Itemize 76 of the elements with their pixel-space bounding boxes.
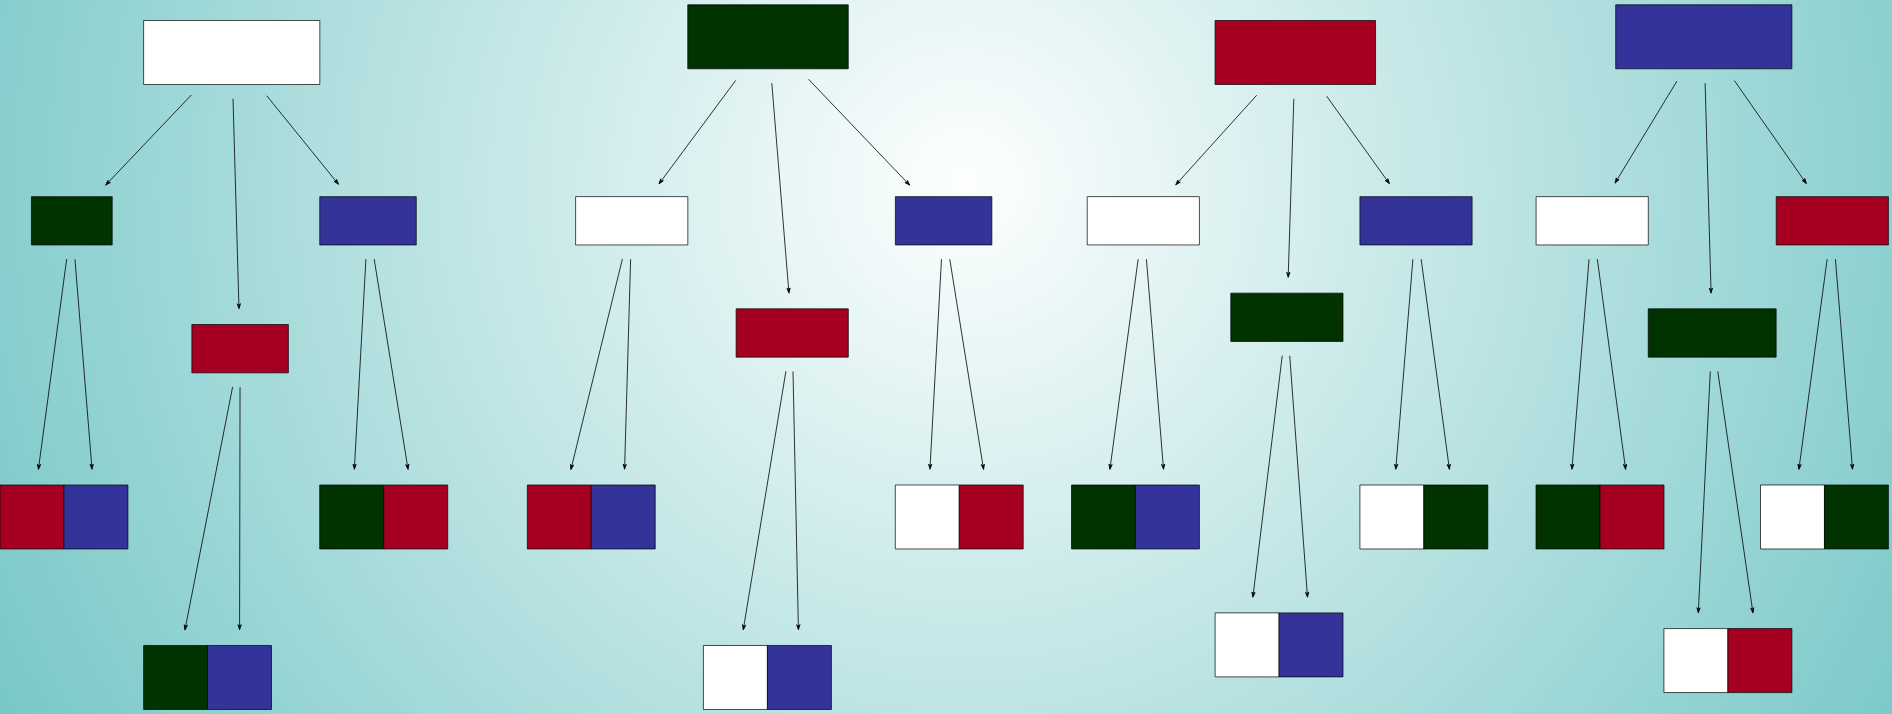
box	[1214, 612, 1280, 678]
box	[1535, 196, 1649, 246]
box	[894, 484, 960, 550]
box	[590, 484, 656, 550]
arrow	[74, 258, 94, 470]
box	[687, 4, 849, 70]
arrow	[808, 78, 911, 186]
arrow	[658, 80, 737, 185]
arrow	[1286, 98, 1295, 278]
box	[319, 196, 417, 246]
arrow	[1835, 258, 1855, 470]
arrow	[949, 258, 985, 470]
box	[319, 484, 385, 550]
arrow	[1420, 258, 1451, 470]
box	[1278, 612, 1344, 678]
box	[1647, 308, 1777, 358]
arrow	[232, 98, 241, 310]
arrow	[742, 370, 787, 631]
arrow	[1734, 80, 1807, 185]
arrow	[622, 258, 631, 470]
box	[63, 484, 129, 550]
arrow	[237, 386, 242, 631]
box	[1359, 484, 1425, 550]
box	[958, 484, 1024, 550]
arrow	[928, 258, 942, 470]
arrow	[1289, 355, 1310, 598]
arrow	[1570, 258, 1590, 470]
box	[1423, 484, 1489, 550]
box	[1615, 4, 1793, 70]
box	[895, 196, 993, 246]
arrow	[1146, 258, 1166, 470]
arrow	[1326, 95, 1390, 185]
box	[575, 196, 689, 246]
box	[1760, 484, 1825, 550]
arrow	[771, 82, 791, 294]
box	[1135, 484, 1200, 550]
arrow	[373, 258, 410, 470]
arrow	[1704, 82, 1713, 294]
box	[1599, 484, 1665, 550]
arrow	[266, 95, 339, 185]
box	[0, 484, 65, 550]
box	[1214, 20, 1376, 85]
box	[1775, 196, 1889, 246]
box	[207, 645, 272, 710]
arrow	[1108, 258, 1139, 470]
box	[191, 324, 289, 374]
arrow	[183, 386, 233, 631]
box	[1071, 484, 1136, 550]
arrow	[1175, 94, 1258, 186]
box	[143, 20, 321, 85]
box	[383, 484, 449, 550]
box	[31, 196, 113, 246]
arrow	[1596, 258, 1627, 470]
box	[1535, 484, 1601, 550]
box	[1086, 196, 1200, 246]
arrow	[105, 94, 192, 186]
box	[1359, 196, 1473, 246]
arrow	[37, 258, 68, 470]
arrow	[1251, 355, 1283, 598]
arrow	[1614, 80, 1678, 184]
arrow	[792, 371, 801, 631]
arrow	[1696, 371, 1711, 614]
arrow	[570, 258, 623, 471]
arrow	[1797, 258, 1828, 470]
box	[1727, 628, 1793, 693]
arrow	[352, 258, 367, 470]
box	[1663, 628, 1729, 693]
box	[1824, 484, 1889, 550]
box	[767, 645, 832, 710]
arrow	[1394, 258, 1414, 470]
box	[703, 645, 768, 710]
box	[735, 308, 849, 358]
arrow	[1717, 370, 1755, 614]
box	[526, 484, 592, 550]
box	[143, 645, 208, 710]
box	[1230, 292, 1344, 342]
